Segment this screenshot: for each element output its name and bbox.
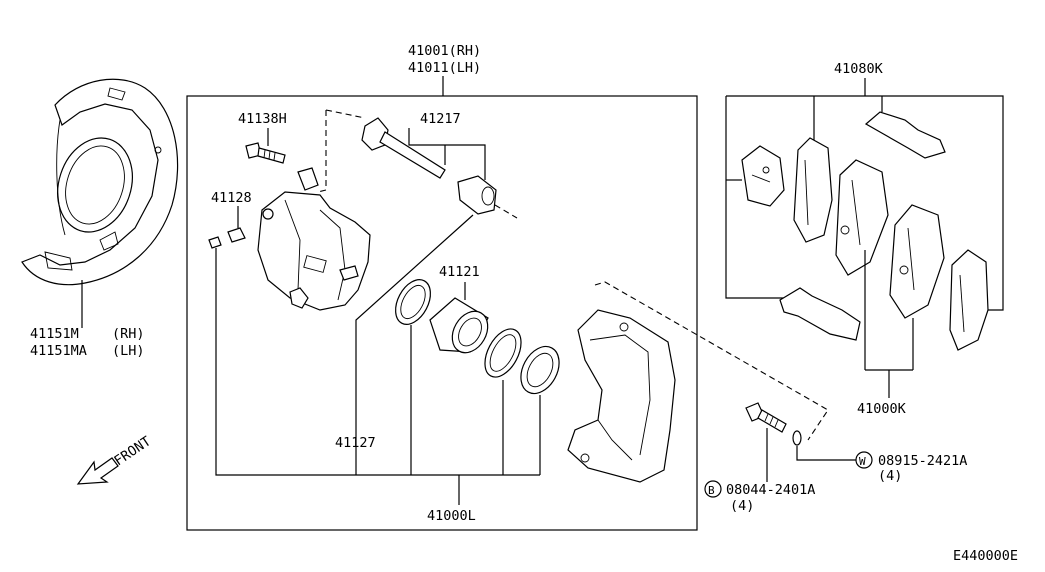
pin-leader bbox=[408, 128, 486, 180]
repair-kit-bar bbox=[215, 248, 540, 476]
bracket-washer-part bbox=[792, 430, 802, 446]
label-41128: 41128 bbox=[211, 190, 252, 206]
label-41138h: 41138H bbox=[238, 111, 287, 127]
bolt-41138h-part bbox=[245, 142, 286, 164]
caliper-bracket-part bbox=[567, 309, 676, 483]
front-label: FRONT bbox=[111, 433, 154, 469]
bolt-marker: B bbox=[708, 484, 715, 497]
label-41127: 41127 bbox=[335, 435, 376, 451]
brake-pad-2-part bbox=[889, 204, 945, 319]
label-41151m: 41151M bbox=[30, 326, 79, 342]
bleeder-41128-part bbox=[208, 227, 246, 249]
pad-clip-bottom-part bbox=[779, 287, 861, 341]
label-41151ma-side: (LH) bbox=[112, 343, 145, 359]
guide-dash-2 bbox=[325, 109, 366, 119]
label-08044-2401a: 08044-2401A bbox=[726, 482, 815, 498]
label-41080k: 41080K bbox=[834, 61, 884, 77]
guide-dash-1 bbox=[317, 110, 327, 193]
bracket-bolt-part bbox=[745, 402, 787, 433]
seal-ring-3-part bbox=[520, 345, 560, 395]
label-41121: 41121 bbox=[439, 264, 480, 280]
seal-ring-2-part bbox=[484, 328, 522, 378]
washer-marker: W bbox=[859, 455, 866, 468]
guide-dash-3 bbox=[494, 204, 518, 219]
bracket-guide-dash bbox=[594, 281, 829, 441]
dust-shield-part bbox=[21, 78, 179, 286]
label-41000l: 41000L bbox=[427, 508, 476, 524]
label-washer-qty: (4) bbox=[878, 468, 902, 484]
pad-kit-bracket-left bbox=[725, 96, 790, 299]
label-41001-rh: 41001(RH) bbox=[408, 43, 481, 59]
label-41151ma: 41151MA bbox=[30, 343, 87, 359]
label-41151m-side: (RH) bbox=[112, 326, 145, 342]
label-41011-lh: 41011(LH) bbox=[408, 60, 481, 76]
label-41217: 41217 bbox=[420, 111, 461, 127]
brake-pad-1-part bbox=[835, 159, 889, 276]
pad-clip-top-part bbox=[864, 111, 946, 159]
bolt-marker-circle bbox=[704, 480, 722, 498]
anti-squeal-shim-part bbox=[741, 145, 785, 207]
label-08915-2421a: 08915-2421A bbox=[878, 453, 967, 469]
washer-leader bbox=[796, 446, 856, 461]
diagram-code: E440000E bbox=[953, 548, 1018, 564]
pin-boot-leader bbox=[355, 214, 474, 475]
label-bolt-qty: (4) bbox=[730, 498, 754, 514]
caliper-body-part bbox=[257, 167, 371, 311]
caliper-assembly-frame bbox=[186, 95, 698, 531]
pad-plate-2-part bbox=[949, 249, 989, 351]
front-arrow-icon bbox=[76, 457, 119, 485]
seal-ring-1-part bbox=[395, 279, 431, 325]
pin-41217-part bbox=[361, 117, 497, 215]
label-41000k: 41000K bbox=[857, 401, 907, 417]
pad-plate-1-part bbox=[793, 137, 833, 243]
piston-41121-part bbox=[429, 297, 489, 354]
